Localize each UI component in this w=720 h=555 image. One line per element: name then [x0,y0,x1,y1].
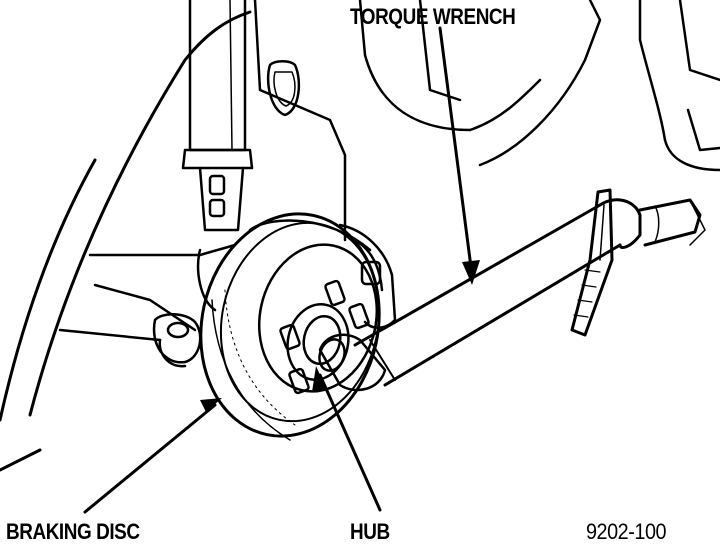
hub-label: HUB [350,519,390,544]
body-panels [253,0,720,242]
torque-wrench-label: TORQUE WRENCH [350,4,516,29]
figure-number: 9202-100 [586,519,667,544]
hub-leader [318,373,382,512]
braking-disc-arrowhead [200,398,222,412]
braking-disc-label: BRAKING DISC [6,519,140,544]
arrowheads [200,260,480,412]
fender-outline [0,10,252,472]
braking-disc [199,212,381,441]
torque-wrench-leader [438,26,474,277]
leader-lines [83,26,474,514]
control-arm [58,243,237,368]
caliper [338,223,397,329]
hub-assembly [279,279,370,395]
socket [318,333,387,392]
strut [181,0,254,232]
torque-wrench-arrowhead [462,260,480,285]
braking-disc-leader [83,403,217,514]
hub-arrowhead [312,366,326,392]
torque-wrench [353,188,706,387]
